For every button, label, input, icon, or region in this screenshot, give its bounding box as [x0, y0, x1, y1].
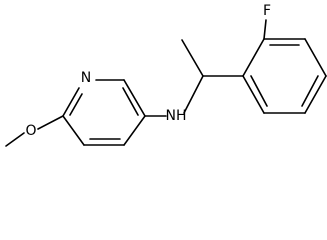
benzene-double-2: [301, 75, 319, 107]
fluorine-label: F: [263, 3, 271, 19]
fluoro-bond: [263, 19, 267, 40]
pyridine-double-2: [122, 87, 139, 116]
oxygen-label: O: [25, 123, 36, 139]
pyridine-bond-c6-n1: [62, 87, 80, 117]
pyridine-bond-c2-c3: [123, 79, 146, 117]
molecule-diagram: O N NH F: [5, 3, 327, 147]
amine-label: NH: [166, 108, 187, 124]
benzene-bond-d: [304, 75, 327, 114]
pyridine-double-1: [69, 93, 83, 116]
methoxy-oxygen-bond: [37, 115, 64, 130]
pyridine-bond-c3-c4: [123, 115, 146, 146]
amine-bond-right: [183, 75, 204, 114]
ring-nitrogen-label: N: [81, 70, 91, 86]
methoxy-methyl-bond: [5, 132, 25, 147]
bond-layer: [5, 19, 327, 147]
benzene-bond-a: [242, 38, 265, 77]
structure-svg: O N NH F: [5, 3, 327, 147]
label-layer: O N NH F: [25, 3, 271, 139]
methyl-bond: [181, 39, 204, 77]
benzene-bond-c: [304, 38, 327, 77]
benzene-bond-f: [242, 75, 265, 114]
pyridine-bond-c5-c6: [62, 115, 85, 146]
benzene-double-3: [250, 75, 268, 107]
